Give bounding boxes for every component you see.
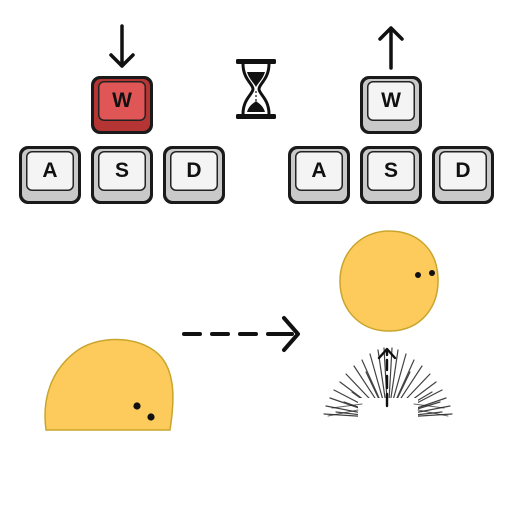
w-key-pressed[interactable]: W — [91, 76, 153, 134]
s-key-label-2: S — [383, 159, 398, 182]
s-key[interactable]: S — [91, 146, 153, 204]
jumping-blob-character — [339, 230, 439, 332]
up-arrow-icon — [378, 26, 404, 70]
a-key-2[interactable]: A — [288, 146, 350, 204]
w-key-label: W — [112, 89, 132, 112]
d-key-label-2: D — [455, 159, 471, 182]
a-key-label-2: A — [311, 159, 327, 182]
squashed-blob-character — [44, 338, 174, 431]
a-key-label: A — [42, 159, 58, 182]
s-key-label: S — [114, 159, 129, 182]
w-key-released[interactable]: W — [360, 76, 422, 134]
hourglass-icon — [236, 59, 276, 119]
d-key-label: D — [186, 159, 202, 182]
w-key-label-2: W — [381, 89, 401, 112]
a-key[interactable]: A — [19, 146, 81, 204]
dashed-up-arrow-icon — [377, 347, 397, 408]
s-key-2[interactable]: S — [360, 146, 422, 204]
jump-burst-lines — [323, 347, 453, 422]
d-key[interactable]: D — [163, 146, 225, 204]
dashed-right-arrow-icon — [182, 316, 300, 352]
d-key-2[interactable]: D — [432, 146, 494, 204]
down-arrow-icon — [109, 24, 135, 68]
